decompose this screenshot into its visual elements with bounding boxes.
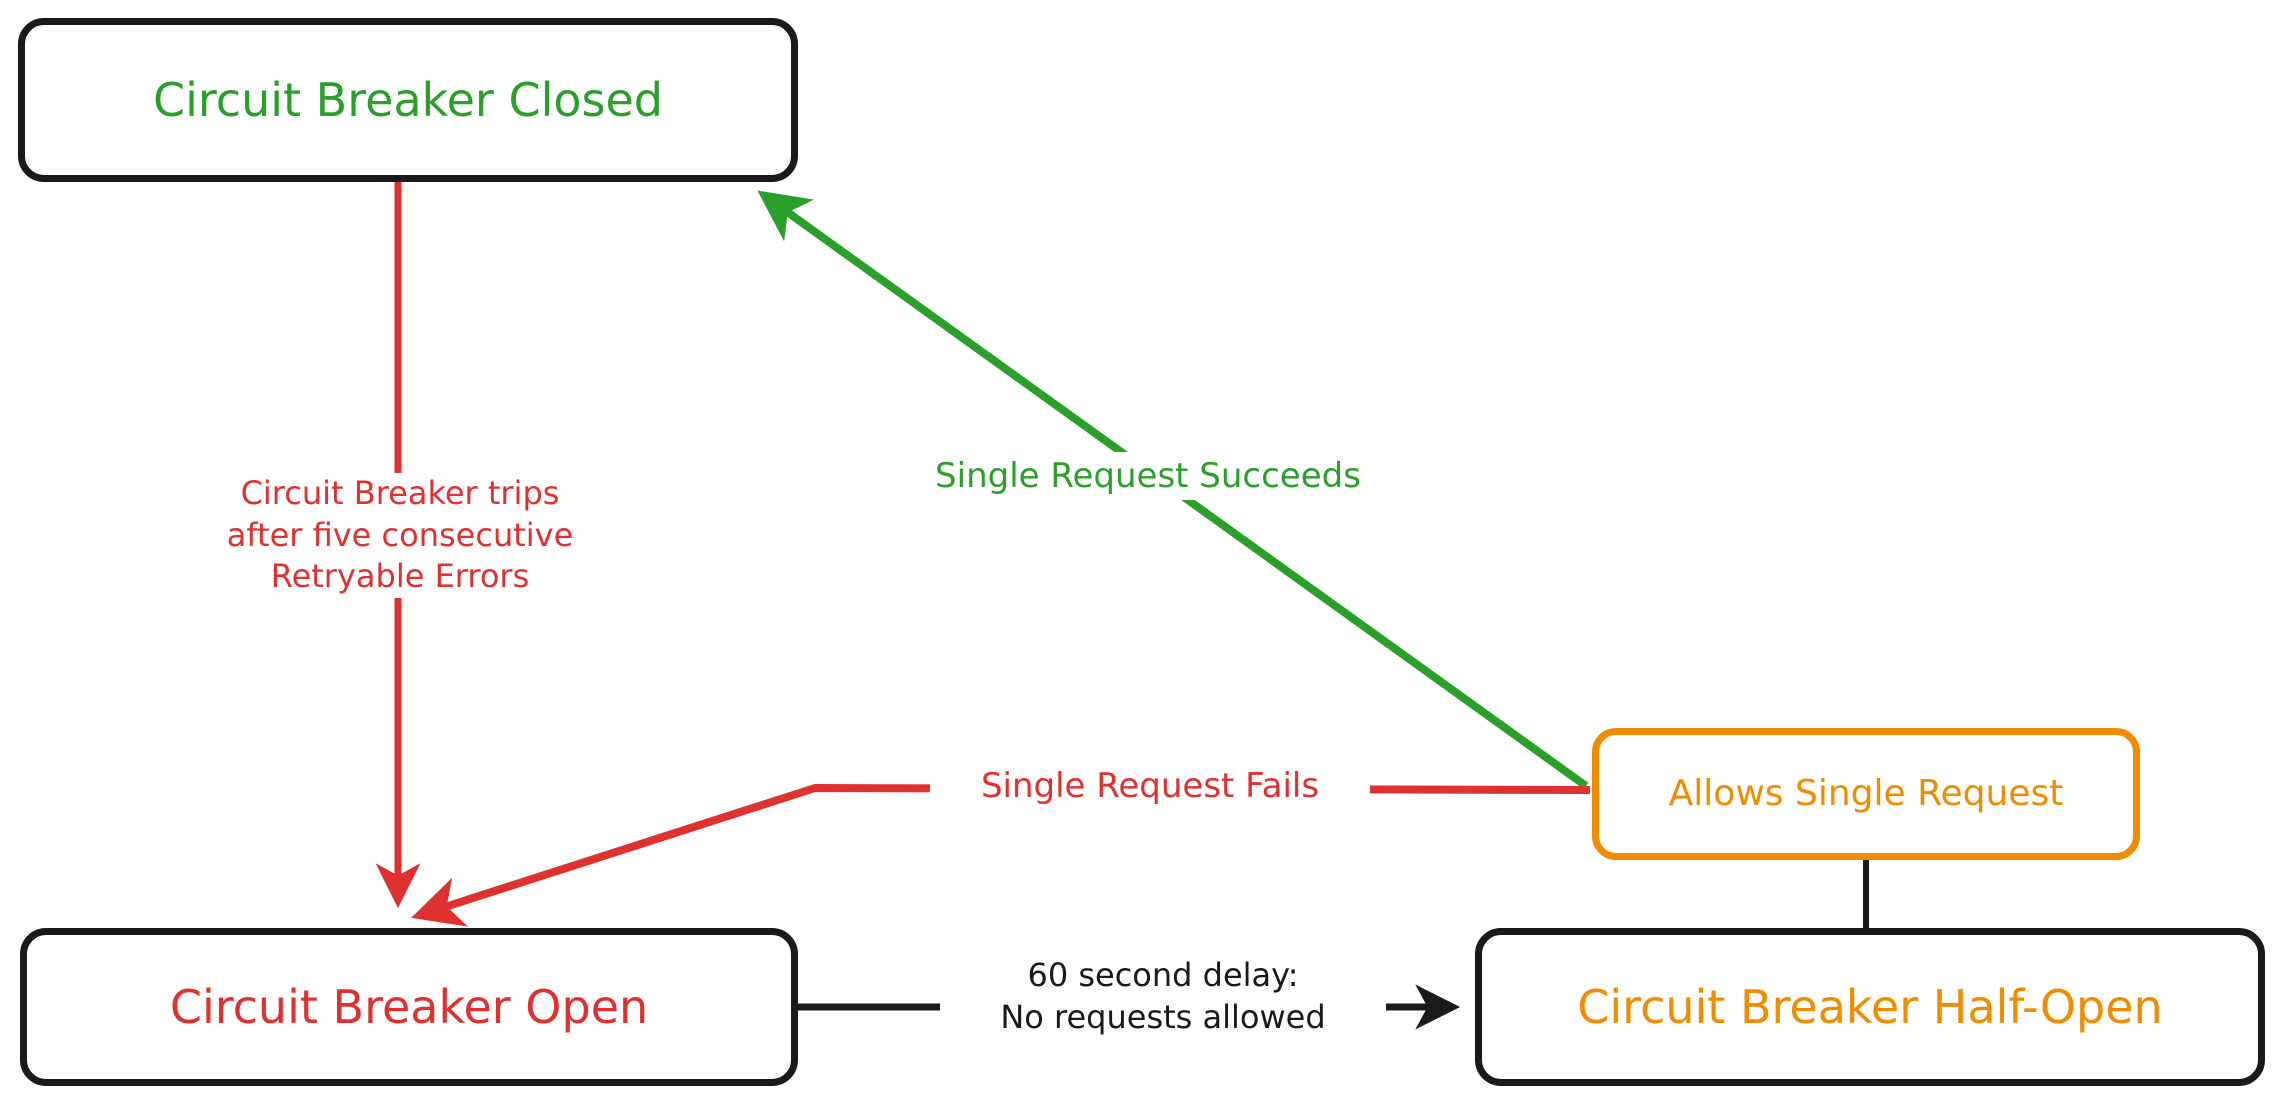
node-circuit-breaker-closed[interactable]: Circuit Breaker Closed [18,18,798,182]
node-label-circuit-breaker-half-open: Circuit Breaker Half-Open [1577,979,2163,1034]
edge-allows-to-closed [757,190,1589,790]
edge-allows-to-open [411,784,1591,927]
node-circuit-breaker-half-open[interactable]: Circuit Breaker Half-Open [1475,928,2265,1086]
node-label-allows-single-request: Allows Single Request [1668,773,2064,815]
node-label-circuit-breaker-closed: Circuit Breaker Closed [153,72,663,127]
node-allows-single-request[interactable]: Allows Single Request [1592,728,2140,860]
node-circuit-breaker-open[interactable]: Circuit Breaker Open [20,928,798,1086]
node-label-circuit-breaker-open: Circuit Breaker Open [169,979,649,1034]
